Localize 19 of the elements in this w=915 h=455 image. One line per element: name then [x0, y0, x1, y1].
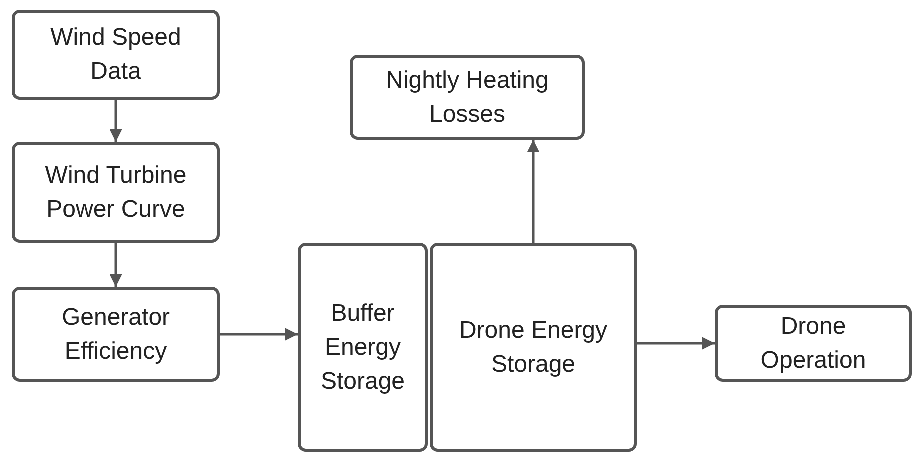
process-box	[12, 287, 220, 382]
box-label: Wind Turbine Power Curve	[44, 160, 188, 224]
arrow	[220, 328, 298, 341]
box-label: Wind Speed Data	[50, 23, 182, 87]
process-box	[12, 10, 220, 100]
box-label: Drone Operation	[760, 312, 868, 376]
box-label: Buffer Energy Storage	[320, 298, 406, 396]
process-box	[430, 243, 637, 452]
arrow	[637, 337, 715, 350]
arrow	[110, 243, 122, 287]
arrow	[527, 140, 540, 243]
process-box	[12, 142, 220, 243]
box-label: Drone Energy Storage	[458, 316, 609, 380]
box-label: Nightly Heating Losses	[385, 66, 550, 130]
box-label: Generator Efficiency	[60, 302, 172, 366]
process-box	[715, 305, 912, 382]
process-box	[350, 55, 585, 140]
process-box	[298, 243, 428, 452]
arrow	[110, 100, 122, 142]
